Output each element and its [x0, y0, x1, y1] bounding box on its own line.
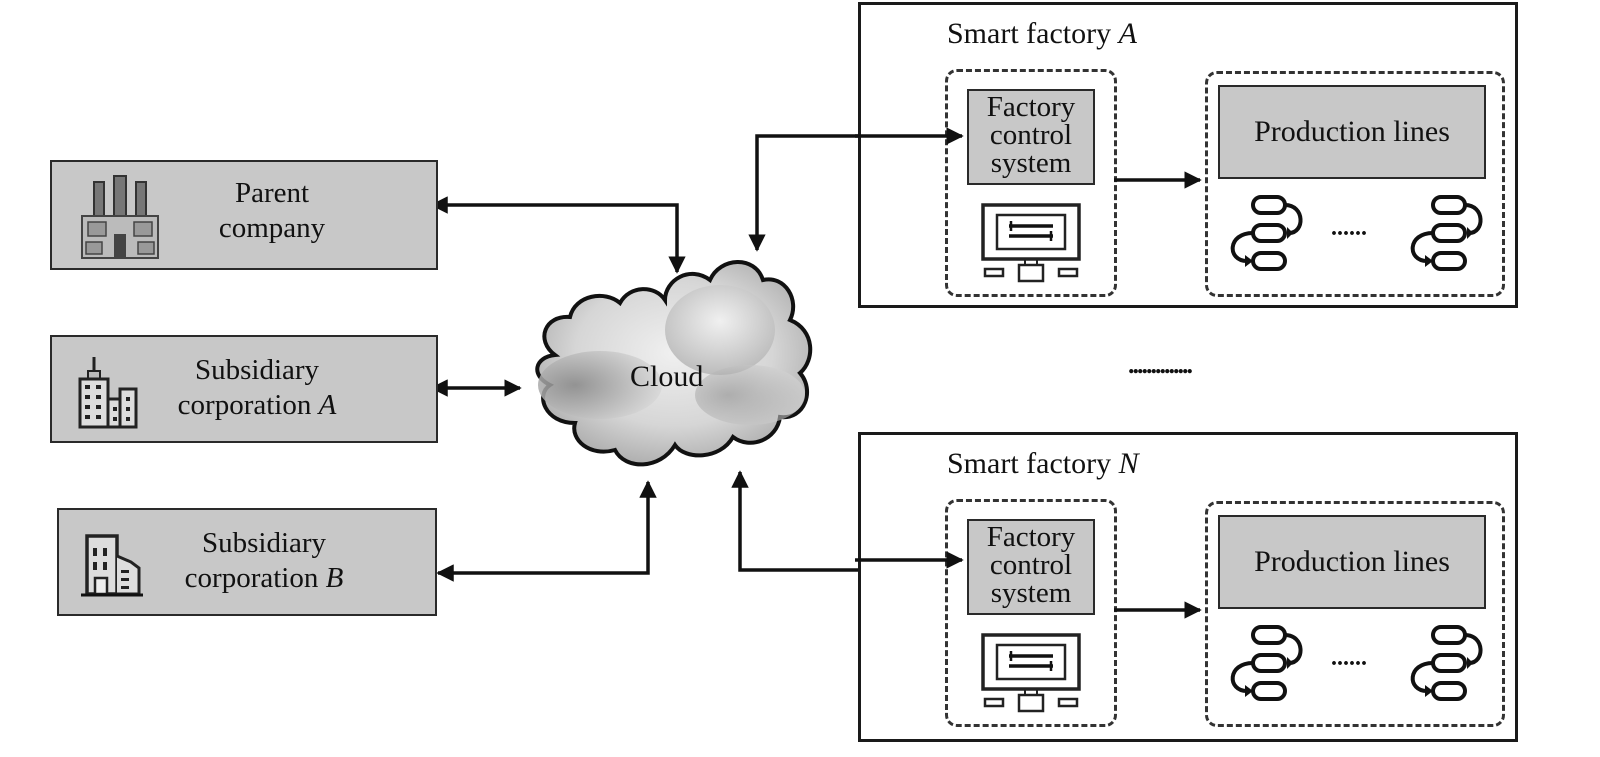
parent-company-box: Parent company: [50, 160, 438, 270]
factory-a-production-ellipsis: ......: [1331, 215, 1367, 241]
factory-building-icon: [81, 175, 159, 259]
factory-a-control-group: [945, 69, 1117, 297]
subsidiary-a-label-line1: Subsidiary: [194, 354, 320, 386]
workflow-loop-icon: [1410, 625, 1483, 701]
workflow-loop-icon: [1230, 625, 1303, 701]
factory-n-control-system-box: Factory control system: [967, 519, 1095, 615]
smart-factory-n-frame: Smart factory N Factory control system P…: [858, 432, 1518, 742]
connector-subsidiary-b-cloud: [436, 480, 657, 582]
office-building-icon: [81, 534, 143, 597]
cloud-icon: [535, 260, 813, 467]
monitor-sync-icon: [981, 203, 1081, 283]
subsidiary-b-box: Subsidiary corporation B: [57, 508, 437, 616]
parent-company-label-line2: company: [218, 212, 326, 244]
factory-a-control-system-box: Factory control system: [967, 89, 1095, 185]
workflow-loop-icon: [1230, 195, 1303, 271]
subsidiary-a-label-line2: corporation: [177, 389, 319, 421]
factory-a-production-group: [1205, 71, 1505, 297]
subsidiary-a-letter: A: [318, 389, 337, 421]
smart-factory-a-title: Smart factory A: [947, 17, 1137, 50]
more-factories-ellipsis: ..............: [1128, 350, 1193, 379]
factory-n-production-lines-box: Production lines: [1218, 515, 1486, 609]
subsidiary-b-letter: B: [325, 562, 344, 594]
factory-n-production-group: [1205, 501, 1505, 727]
smart-factory-n-title: Smart factory N: [947, 447, 1139, 480]
monitor-sync-icon: [981, 633, 1081, 713]
city-buildings-icon: [78, 357, 138, 429]
connector-parent-cloud: [430, 196, 686, 274]
factory-n-control-group: [945, 499, 1117, 727]
subsidiary-b-label-line1: Subsidiary: [201, 527, 327, 559]
parent-company-label-line1: Parent: [234, 177, 310, 209]
cloud-label: Cloud: [630, 360, 704, 393]
smart-factory-a-frame: Smart factory A Factory control system P…: [858, 2, 1518, 308]
factory-a-production-lines-box: Production lines: [1218, 85, 1486, 179]
subsidiary-b-label-line2: corporation: [184, 562, 326, 594]
factory-n-production-ellipsis: ......: [1331, 645, 1367, 671]
workflow-loop-icon: [1410, 195, 1483, 271]
subsidiary-a-box: Subsidiary corporation A: [50, 335, 438, 443]
